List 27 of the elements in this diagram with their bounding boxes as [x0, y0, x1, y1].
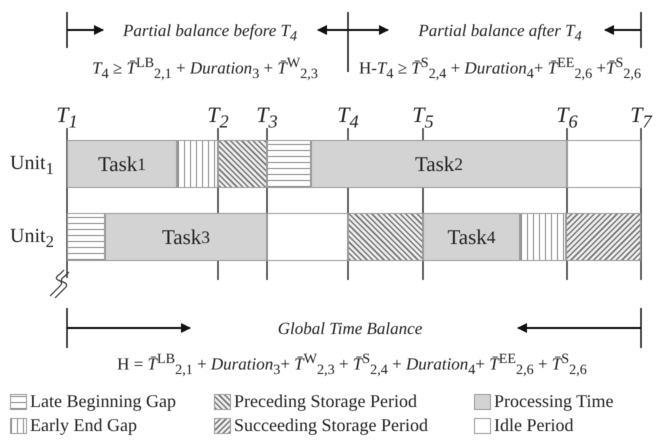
legend-label: Processing Time	[494, 392, 614, 410]
heading: Global Time Balance	[278, 320, 422, 337]
succeeding-storage-bar	[566, 213, 641, 261]
time-label: T$_{5}$	[412, 104, 434, 131]
time-label: T$_{7}$	[630, 104, 652, 131]
legend-label: Late Beginning Gap	[30, 392, 176, 410]
time-label: T$_{1}$	[56, 104, 78, 131]
legend-label: Early End Gap	[30, 416, 137, 434]
late-beginning-gap-bar	[67, 213, 105, 261]
time-label: T$_{3}$	[256, 104, 278, 131]
heading: Partial balance after T$_{4}$	[418, 22, 582, 44]
late-beginning-gap-bar	[267, 140, 311, 188]
legend-label: Preceding Storage Period	[234, 392, 417, 410]
early-end-gap-bar	[520, 213, 566, 261]
legend-label: Succeeding Storage Period	[234, 416, 428, 434]
idle-bar	[267, 213, 348, 261]
idle-bar	[567, 140, 641, 188]
unit-label: Unit$_{1}$	[10, 153, 54, 178]
preceding-storage-bar	[218, 140, 267, 188]
heading: Partial balance before T$_{4}$	[122, 22, 298, 44]
early-end-gap-bar	[177, 140, 218, 188]
time-label: T$_{2}$	[207, 104, 229, 131]
time-label: T$_{6}$	[556, 104, 578, 131]
unit-label: Unit$_{2}$	[10, 226, 54, 251]
time-label: T$_{4}$	[337, 104, 359, 131]
preceding-storage-bar	[348, 213, 423, 261]
legend-label: Idle Period	[494, 416, 574, 434]
